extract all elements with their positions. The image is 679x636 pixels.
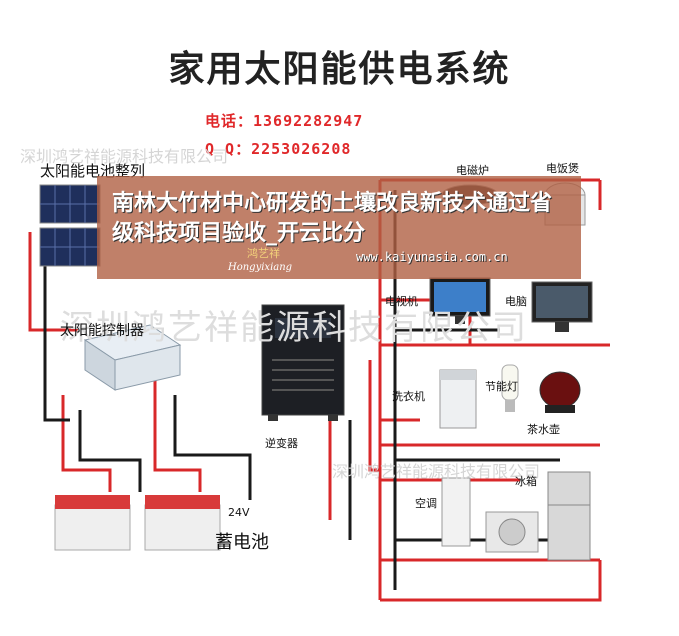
page-title: 家用太阳能供电系统 <box>168 49 511 90</box>
label-induction-cooker: 电磁炉 <box>456 164 489 177</box>
qq-text: Q Q：2253026208 <box>205 140 352 158</box>
label-controller: 太阳能控制器 <box>60 323 144 339</box>
air-conditioner-tower <box>441 477 471 547</box>
banner-headline[interactable]: 南林大竹材中心研发的土壤改良新技术通过省级科技项目验收_开云比分 <box>112 191 553 246</box>
washing-machine <box>439 369 477 429</box>
headline-banner <box>97 176 581 279</box>
electric-kettle <box>539 371 581 413</box>
label-rice-cooker: 电饭煲 <box>546 162 579 175</box>
solar-controller <box>83 324 182 391</box>
label-aircon: 空调 <box>415 497 437 510</box>
phone-text: 电话：13692282947 <box>205 112 364 130</box>
label-battery: 蓄电池 <box>215 532 269 553</box>
air-conditioner-outdoor <box>485 511 539 553</box>
computer-monitor <box>531 281 593 332</box>
label-energy-lamp: 节能灯 <box>485 380 518 393</box>
banner-url[interactable]: www.kaiyunasia.com.cn <box>356 250 508 264</box>
solar-panel-array <box>39 184 101 267</box>
label-voltage: 24V <box>228 506 250 519</box>
label-washer: 洗衣机 <box>392 390 425 403</box>
energy-saving-lamp <box>501 364 519 412</box>
label-computer: 电脑 <box>505 295 527 308</box>
watermark-company-bottom: 深圳鸿艺祥能源科技有限公司 <box>332 462 541 481</box>
refrigerator <box>547 471 591 561</box>
label-tv: 电视机 <box>385 295 418 308</box>
watermark-company-large: 深圳鸿艺祥能源科技有限公司 <box>60 308 528 348</box>
label-fridge: 冰箱 <box>515 475 537 488</box>
inverter-unit <box>261 304 345 421</box>
label-kettle: 茶水壶 <box>527 423 560 436</box>
watermark-company-top: 深圳鸿艺祥能源科技有限公司 <box>20 147 229 166</box>
label-solar-panels: 太阳能电池整列 <box>40 162 146 180</box>
television <box>429 277 491 324</box>
logo-english: Hongyixiang <box>228 262 293 273</box>
logo-chinese: 鸿艺祥 <box>247 247 280 260</box>
battery-pack <box>54 495 221 551</box>
label-inverter: 逆变器 <box>265 437 298 450</box>
